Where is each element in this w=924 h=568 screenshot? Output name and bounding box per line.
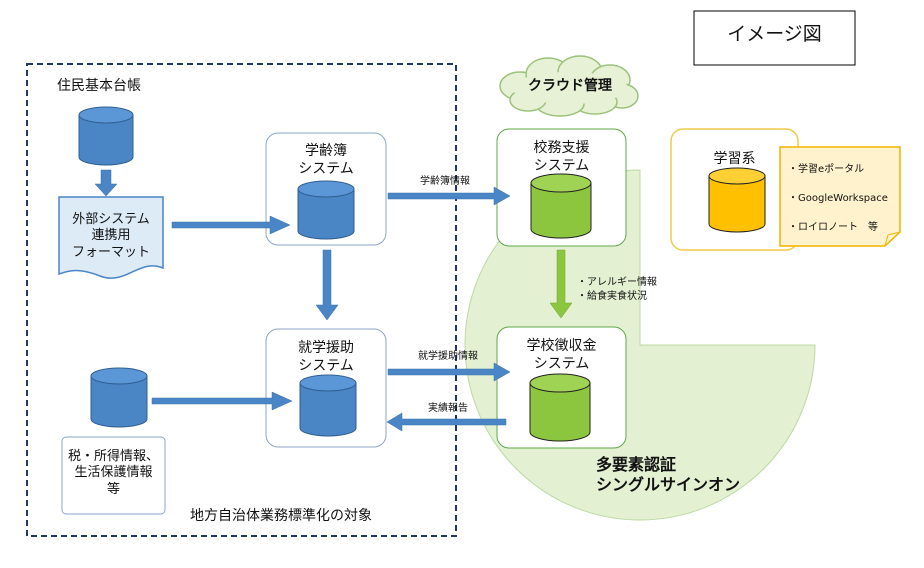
learning-items-list: ・学習eポータル ・GoogleWorkspace ・ロイロノート 等 [788, 155, 888, 242]
arrow-support-to-fee [549, 249, 573, 319]
standardization-label: 地方自治体業務標準化の対象 [190, 508, 372, 524]
flow-label-performance-report: 実績報告 [428, 403, 468, 414]
external-format-line-2: 連携用 [91, 228, 131, 244]
learning-item-3: ・ロイロノート 等 [788, 222, 878, 233]
image-label-box [693, 10, 856, 66]
auth-label-line-1: 多要素認証 [596, 455, 677, 474]
learning-db-cylinder [708, 167, 766, 233]
school-fee-system-line-2: システム [533, 355, 590, 372]
school-support-system-line-2: システム [533, 157, 590, 174]
flow-label-allergy-info: ・アレルギー情報 [577, 277, 657, 288]
learning-item-2: ・GoogleWorkspace [788, 193, 888, 204]
tax-info-cylinder [90, 367, 148, 428]
school-age-db-cylinder [297, 180, 355, 240]
learning-items-note [779, 146, 901, 247]
school-aid-db-cylinder [299, 374, 357, 437]
tax-info-line-1: 税・所得情報、 [67, 449, 159, 464]
external-format-line-3: フォーマット [71, 244, 150, 260]
school-fee-system-label: 学校徴収金 システム [497, 338, 626, 373]
flow-label-meal-status: ・給食実食状況 [577, 291, 647, 302]
school-support-system-label: 校務支援 システム [497, 140, 626, 175]
standardization-boundary [26, 63, 457, 537]
auth-label-line-2: シングルサインオン [596, 475, 741, 494]
cloud-label: クラウド管理 [528, 78, 612, 94]
external-format-document [58, 196, 164, 279]
arrow-aid-to-fee [387, 362, 511, 382]
resident-registry-cylinder [78, 106, 134, 166]
school-age-system-line-2: システム [298, 160, 354, 177]
flow-label-school-age-info: 学齢簿情報 [420, 176, 470, 187]
resident-registry-label: 住民基本台帳 [57, 78, 141, 94]
tax-info-line-2: 生活保護情報 [74, 465, 153, 481]
school-aid-system-line-2: システム [298, 357, 354, 374]
tax-info-label: 税・所得情報、 生活保護情報 等 [62, 449, 165, 498]
arrow-tax-to-aid [151, 391, 293, 411]
learning-system-label: 学習系 [713, 151, 756, 167]
arrow-registry-to-format [94, 169, 118, 197]
tax-info-box [61, 436, 166, 515]
school-fee-system-line-1: 学校徴収金 [526, 338, 597, 354]
school-age-system-line-1: 学齢簿 [305, 143, 347, 159]
learning-item-1: ・学習eポータル [788, 164, 865, 175]
school-aid-system-line-1: 就学援助 [298, 340, 354, 356]
arrow-fee-to-aid [386, 412, 507, 432]
tax-info-line-3: 等 [106, 481, 120, 497]
school-fee-db-cylinder [529, 373, 591, 442]
flow-label-aid-info: 就学援助情報 [418, 351, 478, 362]
external-format-line-1: 外部システム [72, 212, 150, 227]
arrow-school-age-to-support [387, 186, 511, 206]
arrow-school-age-to-aid [315, 249, 339, 321]
external-format-label: 外部システム 連携用 フォーマット [59, 212, 163, 261]
arrow-format-to-school-age [171, 215, 291, 235]
school-age-system-label: 学齢簿 システム [266, 143, 386, 178]
school-support-db-cylinder [530, 173, 592, 239]
auth-label: 多要素認証 シングルサインオン [596, 455, 740, 495]
school-aid-system-label: 就学援助 システム [266, 340, 386, 375]
image-label: イメージ図 [727, 23, 822, 45]
school-support-system-line-1: 校務支援 [533, 140, 590, 156]
